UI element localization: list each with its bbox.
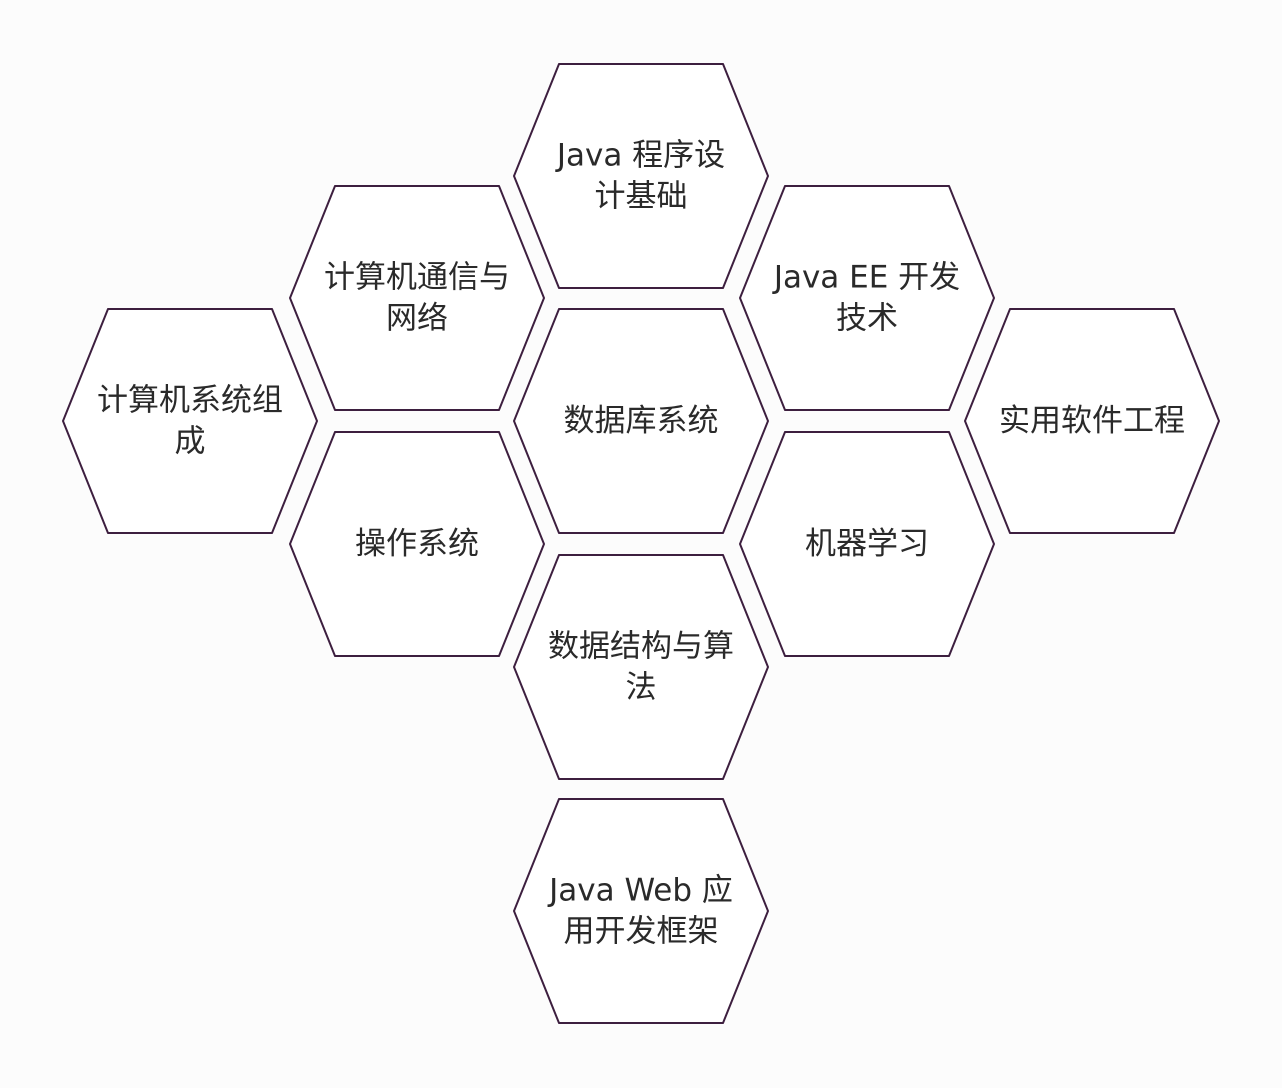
- hex-label-line: Java 程序设: [555, 138, 725, 174]
- hex-cell-software-eng: 实用软件工程: [964, 308, 1220, 534]
- hexagon-shape: [62, 308, 318, 534]
- hex-label-line: 用开发框架: [564, 914, 719, 950]
- hex-label-line: 成: [175, 424, 206, 460]
- hex-label-line: Java Web 应: [547, 873, 733, 909]
- hexagon-shape: [739, 431, 995, 657]
- hex-label-line: 网络: [386, 301, 448, 337]
- hex-label-line: 法: [626, 670, 657, 706]
- hex-label-line: 机器学习: [805, 526, 929, 562]
- hexagon-shape: [513, 308, 769, 534]
- hexagon-shape: [513, 798, 769, 1024]
- hexagon-shape: [289, 431, 545, 657]
- hex-label-line: Java EE 开发: [772, 260, 960, 296]
- hex-label-line: 数据结构与算: [548, 629, 734, 665]
- hex-cell-database: 数据库系统: [513, 308, 769, 534]
- hex-label-line: 技术: [836, 301, 898, 337]
- hexagon-shape: [739, 185, 995, 411]
- hex-label-line: 计算机通信与: [324, 260, 510, 296]
- hex-cell-os: 操作系统: [289, 431, 545, 657]
- hexagon-shape: [964, 308, 1220, 534]
- hexagon-shape: [513, 63, 769, 289]
- hex-label-line: 计算机系统组: [97, 383, 283, 419]
- hex-cell-ml: 机器学习: [739, 431, 995, 657]
- hex-label-line: 数据库系统: [564, 403, 719, 439]
- hex-label-line: 操作系统: [355, 526, 479, 562]
- hex-label-line: 实用软件工程: [999, 403, 1185, 439]
- hex-label-line: 计基础: [595, 179, 688, 215]
- hexagon-shape: [513, 554, 769, 780]
- hexagon-shape: [289, 185, 545, 411]
